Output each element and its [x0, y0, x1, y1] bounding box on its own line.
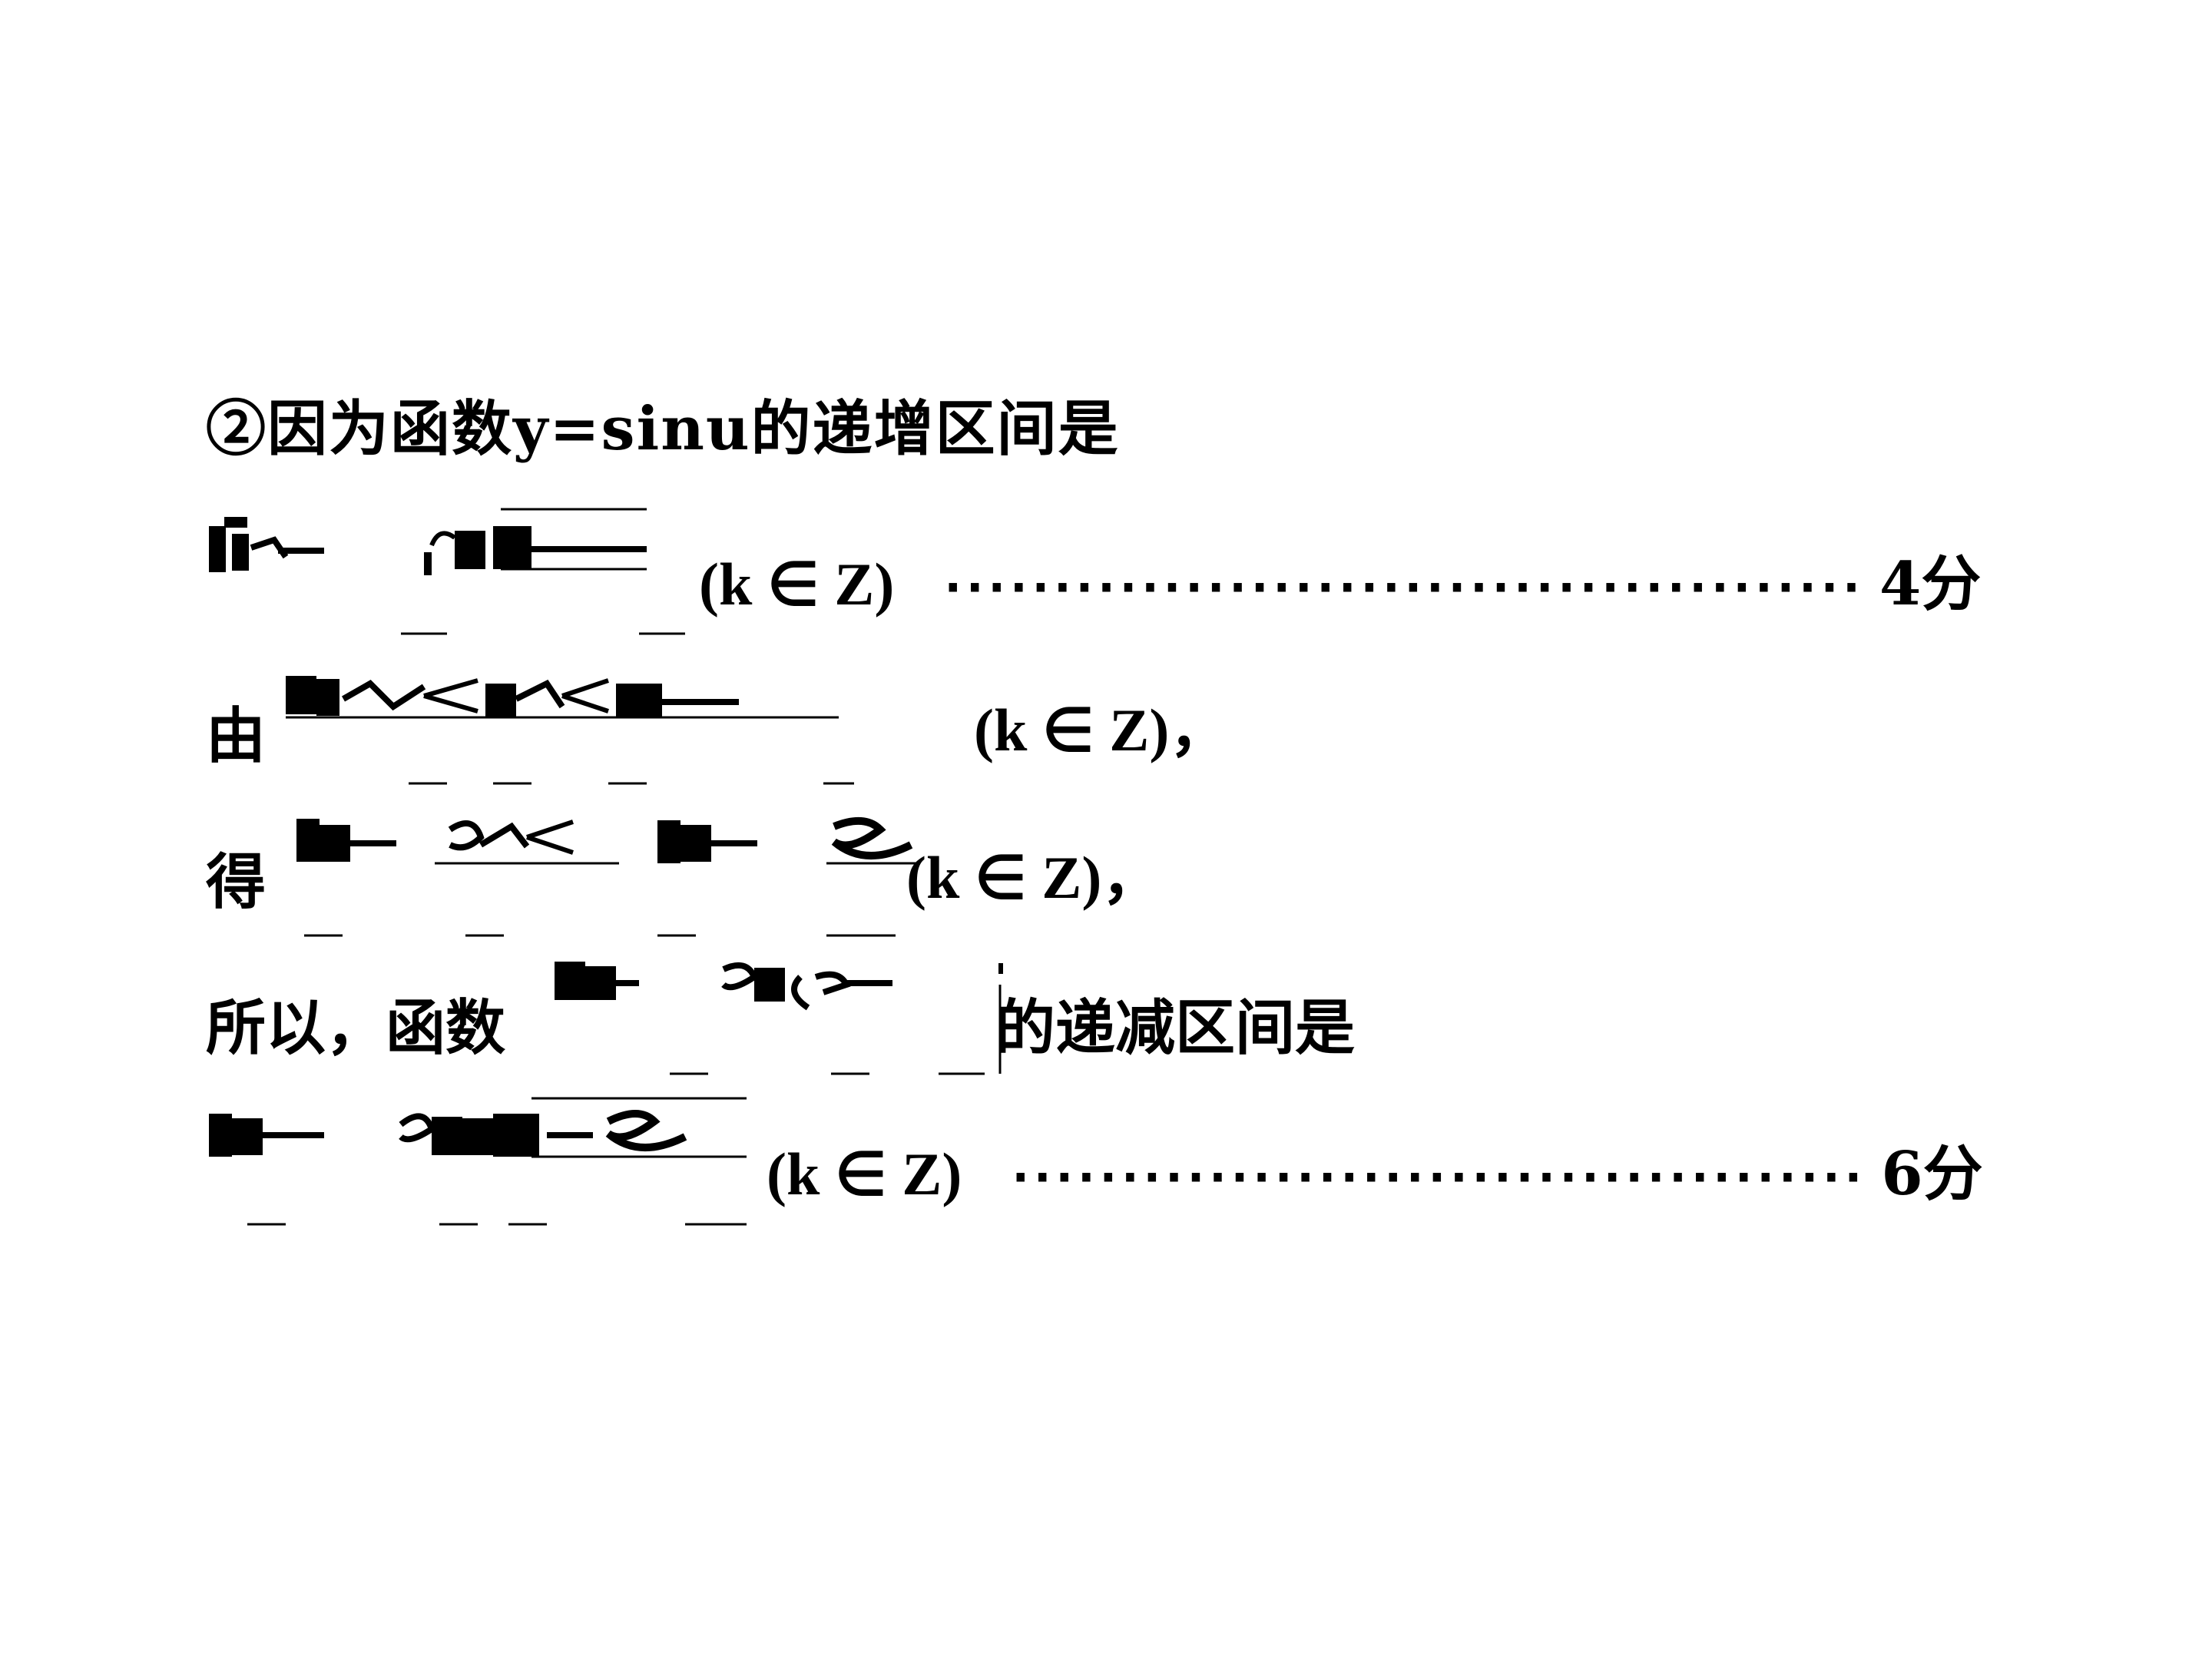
- score-4: 4分: [1879, 549, 1982, 619]
- line-6-tail: (k ∈ Z) ································…: [767, 1144, 1983, 1204]
- solved-inequality-formula-image: [296, 799, 926, 952]
- k-in-z-label: (k ∈ Z): [699, 551, 895, 618]
- decreasing-interval-formula-image: [209, 1091, 762, 1244]
- line-4-tail: (k ∈ Z)，: [906, 848, 1161, 908]
- line-2-tail: (k ∈ Z) ································…: [699, 555, 1981, 614]
- inequality-formula-image: [286, 661, 854, 799]
- dot-leader: ········································…: [938, 560, 1866, 617]
- dot-leader: ·······································: [1005, 1150, 1868, 1207]
- line-3-tail: (k ∈ Z)，: [974, 700, 1229, 760]
- line-5-lead: 所以，函数: [206, 993, 506, 1063]
- line-3-lead: 由: [206, 701, 267, 771]
- k-in-z-label: (k ∈ Z)，: [906, 844, 1162, 911]
- line-1-heading: ②因为函数y=sinu的递增区间是: [206, 394, 1120, 464]
- increasing-interval-formula-image: [209, 503, 685, 649]
- line-4-lead: 得: [206, 847, 267, 917]
- k-in-z-label: (k ∈ Z)，: [974, 697, 1230, 763]
- score-6: 6分: [1881, 1139, 1983, 1209]
- k-in-z-label: (k ∈ Z): [767, 1141, 962, 1207]
- line-5-tail: 的递减区间是: [995, 993, 1356, 1063]
- function-formula-image: [555, 946, 1015, 1084]
